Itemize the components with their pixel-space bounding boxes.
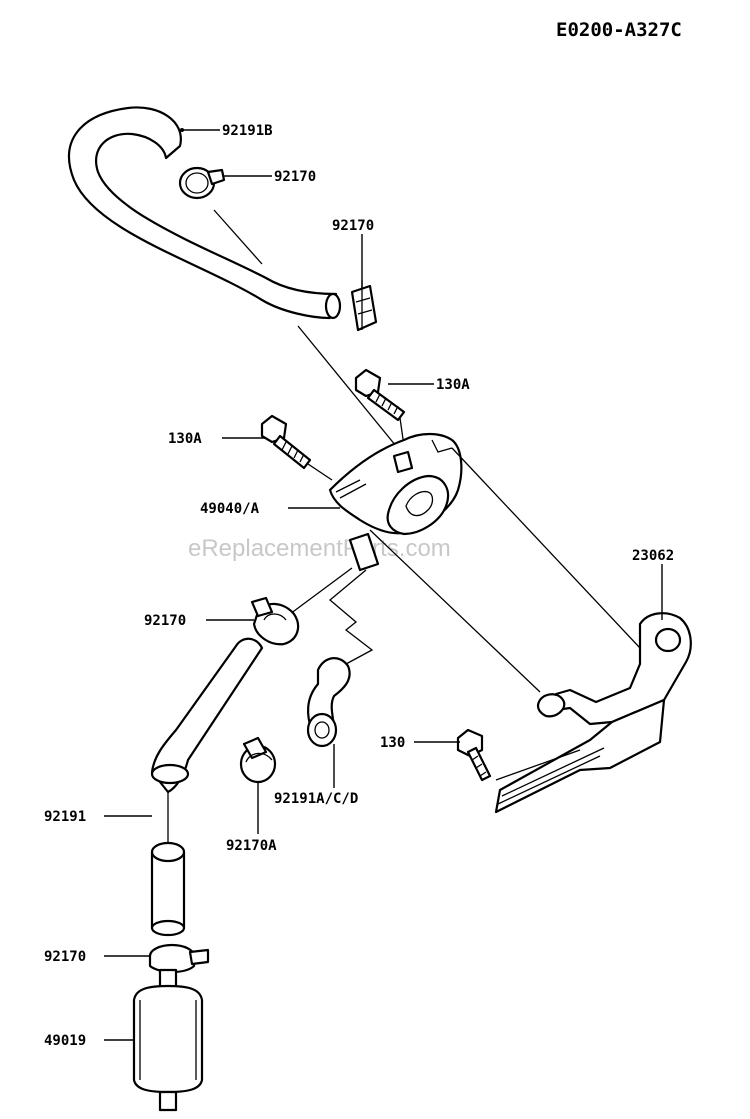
assembly-line [328,569,374,665]
svg-text:23062: 23062 [632,548,674,564]
hose-clip-upper[interactable] [350,284,378,332]
svg-text:92170: 92170 [144,613,186,629]
svg-text:92191: 92191 [44,809,86,825]
assembly-line [451,447,641,649]
svg-text:130: 130 [380,735,405,751]
bolt-130a-upper[interactable] [354,368,406,422]
hose-92191[interactable] [150,637,264,937]
callout-49019: 49019 [44,1033,134,1049]
diagram-code: E0200-A327C [556,19,682,41]
callout-92170a: 92170A [226,782,277,854]
fuel-filter-49019[interactable] [132,968,204,1112]
callout-23062: 23062 [632,548,674,620]
callout-130a-left: 130A [168,431,266,447]
assembly-line [307,463,333,481]
svg-text:92170: 92170 [274,169,316,185]
hose-clamp-upper[interactable] [178,166,226,200]
callout-130a-upper: 130A [388,377,470,393]
callout-49040a: 49040/A [200,501,340,517]
hose-clamp-92170a[interactable] [239,736,277,784]
callout-92191: 92191 [44,809,152,825]
watermark: eReplacementParts.com [188,535,451,562]
svg-text:92191A/C/D: 92191A/C/D [274,791,358,807]
svg-text:92170: 92170 [332,218,374,234]
assembly-line [213,209,263,265]
hose-92191b[interactable] [68,106,342,320]
callout-92191b: 92191B [180,123,273,139]
bolt-130a-left[interactable] [260,414,312,470]
fuel-pump-49040a[interactable] [328,432,463,572]
hose-clamp-lower[interactable] [148,943,210,974]
svg-text:49040/A: 49040/A [200,501,260,517]
assembly-line [495,749,581,781]
callout-92191a-c-d: 92191A/C/D [274,744,358,807]
callout-92170-clip: 92170 [332,218,374,288]
hose-92191a-c-d[interactable] [306,657,351,748]
bolt-130[interactable] [456,728,492,782]
assembly-line [289,567,353,615]
bracket-23062[interactable] [494,612,692,814]
svg-text:130A: 130A [168,431,202,447]
hose-clamp-middle[interactable] [250,596,300,646]
callout-130: 130 [380,735,460,751]
svg-text:92170: 92170 [44,949,86,965]
svg-text:49019: 49019 [44,1033,86,1049]
assembly-line [297,325,397,447]
callout-92170-lower: 92170 [44,949,150,965]
svg-text:92191B: 92191B [222,123,273,139]
callout-92170-middle: 92170 [144,613,254,629]
svg-text:130A: 130A [436,377,470,393]
svg-text:92170A: 92170A [226,838,277,854]
callout-92170-upper: 92170 [224,169,316,185]
assembly-line [369,529,541,693]
